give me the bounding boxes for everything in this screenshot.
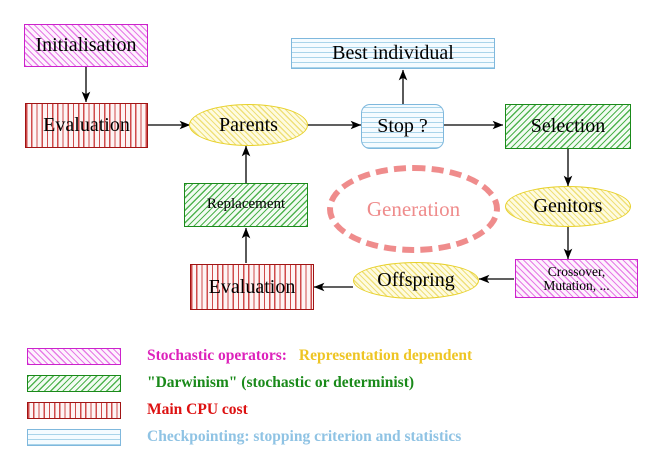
node-parents-label: Parents [219,113,278,136]
node-evaluation-top[interactable]: Evaluation [25,103,148,148]
legend-row-stochastic-operators: Stochastic operators: Representation depe… [27,347,472,365]
node-initialisation-label: Initialisation [35,34,137,57]
legend-label-checkpointing-wrap: Checkpointing: stopping criterion and st… [147,428,461,446]
node-best-individual-label: Best individual [332,42,454,65]
legend-label-stochastic-operators-text: Stochastic operators: [147,347,287,364]
node-evaluation-top-label: Evaluation [43,114,130,137]
node-replacement[interactable]: Replacement [184,183,308,227]
legend-label-stochastic-operators: Stochastic operators: Representation depe… [147,347,472,365]
legend-label-checkpointing: Checkpointing: stopping criterion and st… [147,428,462,445]
legend-label-darwinism: "Darwinism" (stochastic or determinist) [147,374,415,391]
node-offspring[interactable]: Offspring [353,262,479,299]
legend-label-main-cpu-cost: Main CPU cost [147,401,248,418]
node-crossover-mutation-label: Crossover, Mutation, ... [543,263,610,293]
node-initialisation[interactable]: Initialisation [24,24,148,67]
legend-label-representation-dependent: Representation dependent [298,347,473,364]
node-evaluation-bottom-label: Evaluation [208,275,296,298]
node-offspring-label: Offspring [377,269,455,292]
node-evaluation-bottom[interactable]: Evaluation [190,264,314,310]
node-genitors[interactable]: Genitors [505,186,631,227]
legend-row-main-cpu-cost: Main CPU cost [27,401,248,419]
node-selection[interactable]: Selection [505,104,631,149]
node-generation: Generation [327,165,500,253]
node-best-individual[interactable]: Best individual [291,38,495,69]
node-crossover-mutation[interactable]: Crossover, Mutation, ... [515,259,638,298]
legend-swatch-blue-horizontal-hatch [27,428,121,446]
node-stop[interactable]: Stop ? [361,104,444,149]
node-stop-label: Stop ? [377,115,428,138]
node-selection-label: Selection [530,115,606,138]
node-genitors-label: Genitors [533,195,603,218]
node-replacement-label: Replacement [206,196,286,213]
legend-swatch-red-vertical-hatch [27,401,121,419]
legend-label-darwinism-wrap: "Darwinism" (stochastic or determinist) [147,374,414,392]
legend-swatch-magenta-diagonal-hatch [27,347,121,365]
legend-row-checkpointing: Checkpointing: stopping criterion and st… [27,428,461,446]
legend-label-main-cpu-cost-wrap: Main CPU cost [147,401,248,419]
legend-swatch-green-diagonal-hatch [27,374,121,392]
node-parents[interactable]: Parents [189,104,308,146]
legend-row-darwinism: "Darwinism" (stochastic or determinist) [27,374,414,392]
node-generation-label: Generation [366,196,461,221]
